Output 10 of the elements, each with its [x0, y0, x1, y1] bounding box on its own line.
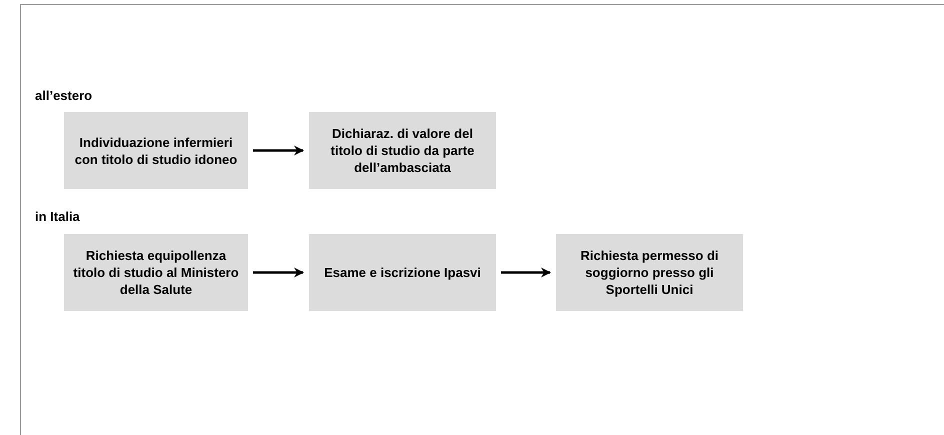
section-heading: in Italia: [35, 208, 80, 226]
process-box: Richiesta equipollenza titolo di studio al Ministero della Salute: [64, 234, 248, 311]
process-box: Richiesta permesso di soggiorno presso gli Sportelli Unici: [556, 234, 743, 311]
process-box: Esame e iscrizione Ipasvi: [309, 234, 496, 311]
arrow: [253, 268, 304, 278]
arrow: [501, 268, 551, 278]
section-heading: all’estero: [35, 87, 92, 105]
process-box: Dichiaraz. di valore del titolo di studio da parte dell’ambasciata: [309, 112, 496, 189]
arrow: [253, 146, 304, 156]
process-box: Individuazione infermieri con titolo di studio idoneo: [64, 112, 248, 189]
